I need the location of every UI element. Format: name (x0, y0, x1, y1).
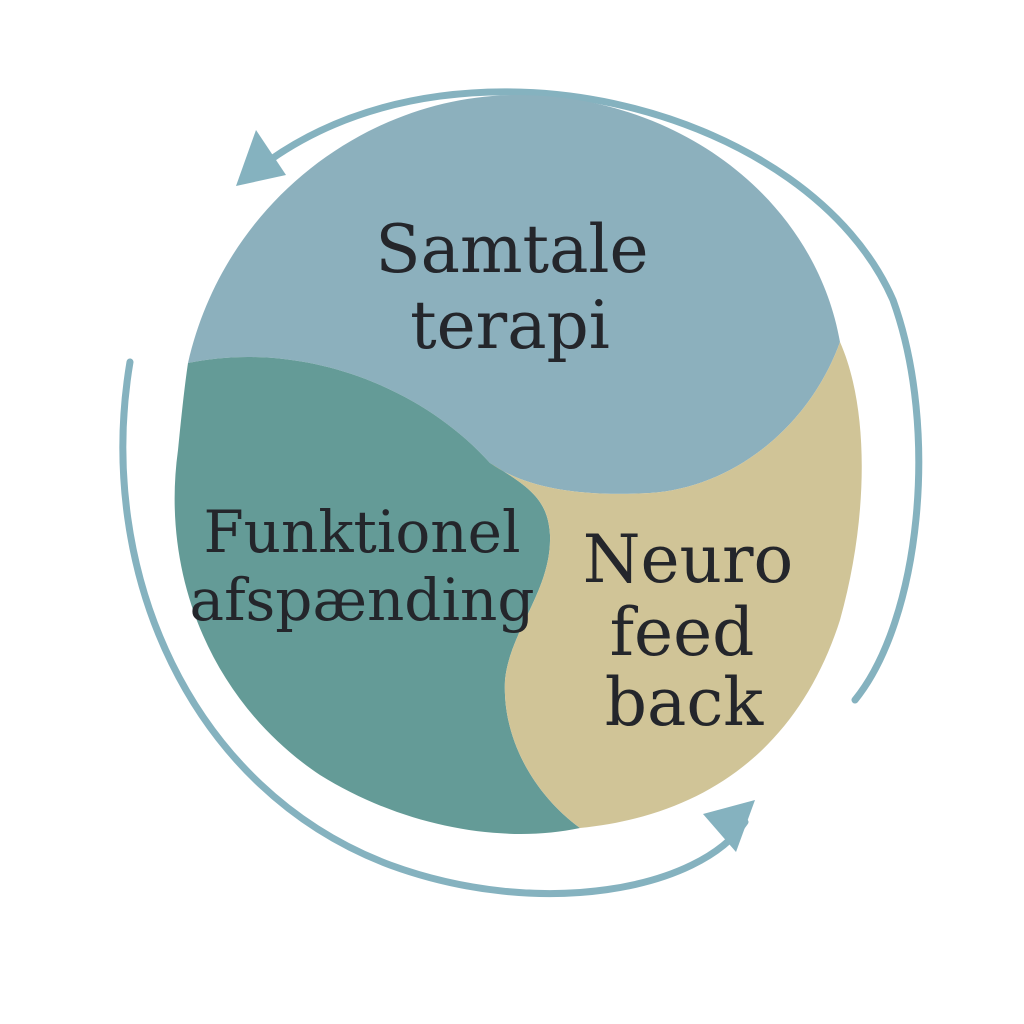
label-samtale-terapi: Samtale terapi (375, 211, 648, 364)
funktionel-line-2: afspænding (190, 566, 535, 634)
neuro-line-2: feed (610, 594, 755, 671)
neuro-line-1: Neuro (583, 521, 794, 598)
cycle-arrow-lower (119, 358, 749, 897)
segment-funktionel-afspaending (174, 356, 580, 834)
arrowhead-icon (703, 800, 755, 852)
cycle-arrow-upper (266, 88, 923, 704)
segment-neuro-feedback (490, 342, 862, 828)
arrowhead-icon (236, 130, 286, 186)
label-neuro-feedback: Neuro feed back (583, 521, 794, 741)
funktionel-line-1: Funktionel (203, 498, 520, 566)
segment-samtale-terapi (188, 95, 840, 494)
cycle-arrows (119, 88, 923, 897)
circle-segments (174, 95, 862, 834)
neuro-line-3: back (605, 664, 765, 741)
samtale-line-2: terapi (410, 287, 610, 364)
samtale-line-1: Samtale (375, 211, 648, 288)
label-funktionel-afspaending: Funktionel afspænding (190, 498, 535, 634)
